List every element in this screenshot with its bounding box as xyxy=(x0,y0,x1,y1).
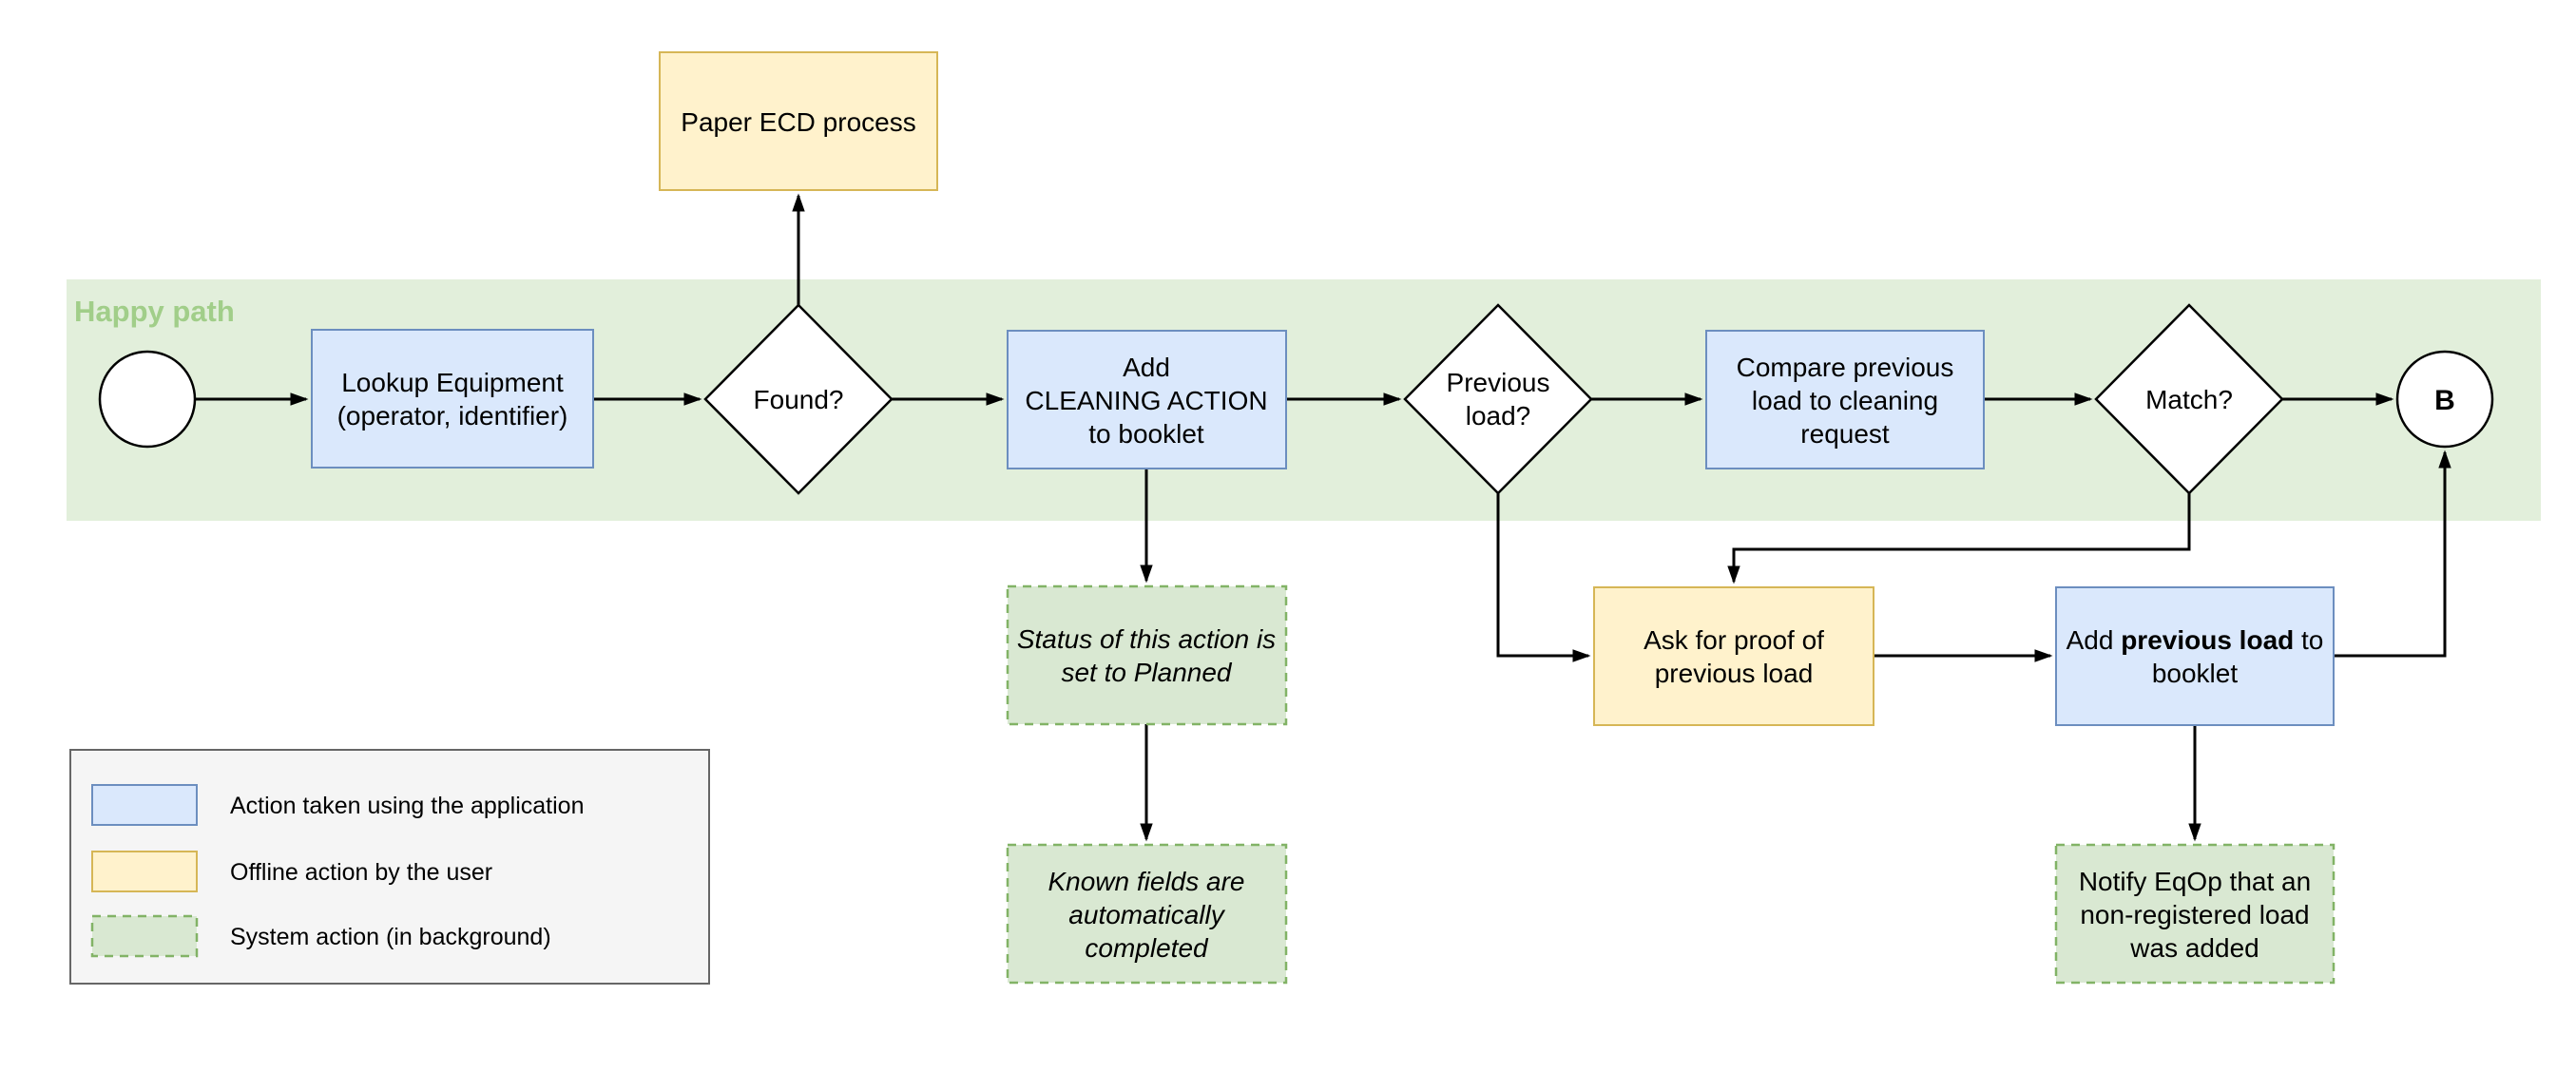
node-status-line1: Status of this action is xyxy=(1017,624,1276,654)
node-compare-previous-load: Compare previous load to cleaning reques… xyxy=(1705,330,1985,469)
node-notify-line1: Notify EqOp that an xyxy=(2079,867,2311,896)
legend: Action taken using the application Offli… xyxy=(69,749,710,985)
node-add-cleaning-line3: to booklet xyxy=(1088,419,1204,449)
node-paper-ecd-label: Paper ECD process xyxy=(681,107,915,137)
node-paper-ecd-process: Paper ECD process xyxy=(659,51,938,191)
node-notify-line2: non-registered load xyxy=(2080,900,2309,929)
decision-match: Match? xyxy=(2094,303,2284,495)
happy-path-label: Happy path xyxy=(74,295,235,328)
node-status-line2: set to Planned xyxy=(1061,658,1232,687)
legend-swatch-offline-action xyxy=(91,851,198,892)
node-add-previous-line1: Add previous load to xyxy=(2067,625,2324,655)
decision-found-label: Found? xyxy=(754,385,844,414)
node-compare-line1: Compare previous xyxy=(1737,353,1954,382)
node-notify-eqop: Notify EqOp that an non-registered load … xyxy=(2054,843,2336,985)
connector-previousload-to-askproof xyxy=(1496,493,1591,662)
node-status-planned: Status of this action is set to Planned xyxy=(1006,584,1288,726)
node-lookup-equipment: Lookup Equipment (operator, identifier) xyxy=(311,329,594,469)
decision-previous-load-line1: Previous xyxy=(1447,368,1550,397)
node-ask-proof-line2: previous load xyxy=(1655,659,1814,688)
start-node xyxy=(98,350,197,449)
connectors xyxy=(195,193,2451,842)
legend-label-offline-action: Offline action by the user xyxy=(230,859,492,886)
connector-match-to-askproof xyxy=(1727,493,2191,584)
legend-label-system-action: System action (in background) xyxy=(230,924,551,950)
node-add-cleaning-line2: CLEANING ACTION xyxy=(1025,386,1267,415)
legend-swatch-system-action xyxy=(90,914,199,958)
node-ask-proof-line1: Ask for proof of xyxy=(1644,625,1824,655)
offpage-connector-b: B xyxy=(2395,350,2494,449)
node-compare-line3: request xyxy=(1800,419,1890,449)
offpage-connector-b-label: B xyxy=(2434,385,2455,416)
node-notify-line3: was added xyxy=(2129,933,2259,963)
legend-label-app-action: Action taken using the application xyxy=(230,793,584,819)
node-known-fields-line3: completed xyxy=(1085,933,1209,963)
node-known-fields-line1: Known fields are xyxy=(1048,867,1244,896)
decision-previous-load: Previous load? xyxy=(1403,303,1593,495)
node-add-previous-line2: booklet xyxy=(2152,659,2239,688)
decision-found: Found? xyxy=(703,303,894,495)
decision-match-label: Match? xyxy=(2145,385,2233,414)
node-add-previous-part3: to xyxy=(2294,625,2323,655)
node-add-previous-part2-bold: previous load xyxy=(2121,625,2294,655)
node-ask-proof: Ask for proof of previous load xyxy=(1593,586,1874,726)
node-compare-line2: load to cleaning xyxy=(1752,386,1938,415)
node-add-previous-part1: Add xyxy=(2067,625,2122,655)
connector-addprevious-to-b xyxy=(2334,450,2451,658)
node-add-previous-load: Add previous load to booklet xyxy=(2055,586,2335,726)
node-known-fields-line2: automatically xyxy=(1068,900,1225,929)
node-lookup-line1: Lookup Equipment xyxy=(341,368,564,397)
decision-previous-load-line2: load? xyxy=(1466,401,1531,431)
node-add-cleaning-line1: Add xyxy=(1123,353,1170,382)
legend-swatch-app-action xyxy=(91,784,198,826)
node-lookup-line2: (operator, identifier) xyxy=(337,401,568,431)
node-add-cleaning-action: Add CLEANING ACTION to booklet xyxy=(1007,330,1287,469)
node-known-fields: Known fields are automatically completed xyxy=(1006,843,1288,985)
